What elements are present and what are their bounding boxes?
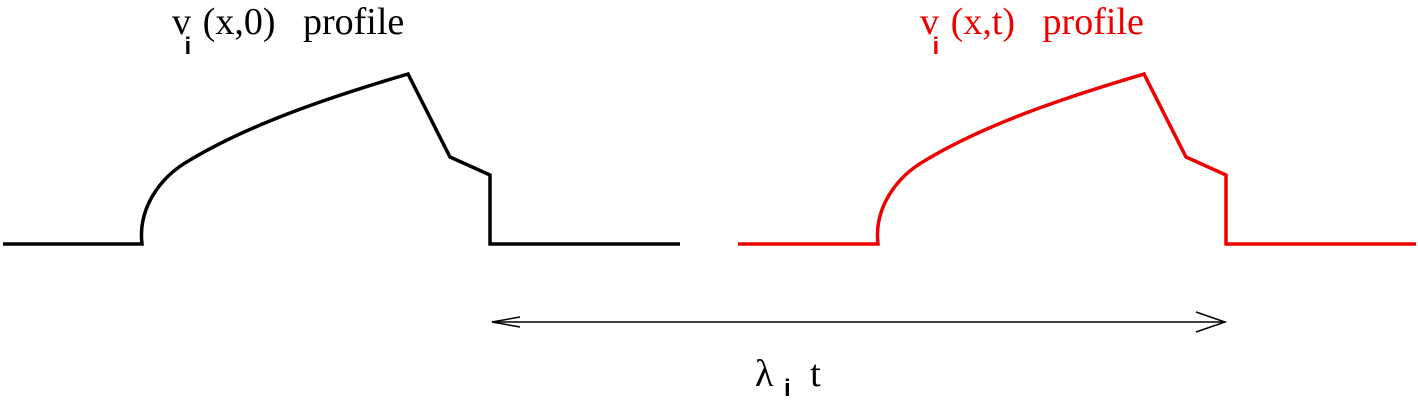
- initial-label-word: profile: [303, 1, 404, 43]
- shifted-profile-curve: [738, 71, 1416, 246]
- shifted-label-var: v: [920, 1, 939, 43]
- shift-label-sub: i: [784, 375, 791, 402]
- shifted-label-sub: i: [933, 33, 940, 60]
- arrowhead-right: [1195, 311, 1228, 333]
- shift-arrow: [491, 311, 1228, 333]
- shifted-label-word: profile: [1043, 1, 1144, 43]
- initial-label-args: (x,0): [203, 1, 276, 43]
- initial-label-sub: i: [185, 33, 192, 60]
- shift-label-var: λ: [755, 353, 774, 395]
- shifted-profile-label: v i (x,t) profile: [920, 1, 1144, 63]
- arrowhead-left: [491, 316, 521, 328]
- initial-profile-curve: [3, 71, 680, 246]
- shift-label: λ i t: [755, 353, 821, 405]
- shifted-label-args: (x,t): [951, 1, 1015, 43]
- shift-label-rest: t: [810, 353, 821, 395]
- initial-profile-label: v i (x,0) profile: [172, 1, 404, 63]
- initial-label-var: v: [172, 1, 191, 43]
